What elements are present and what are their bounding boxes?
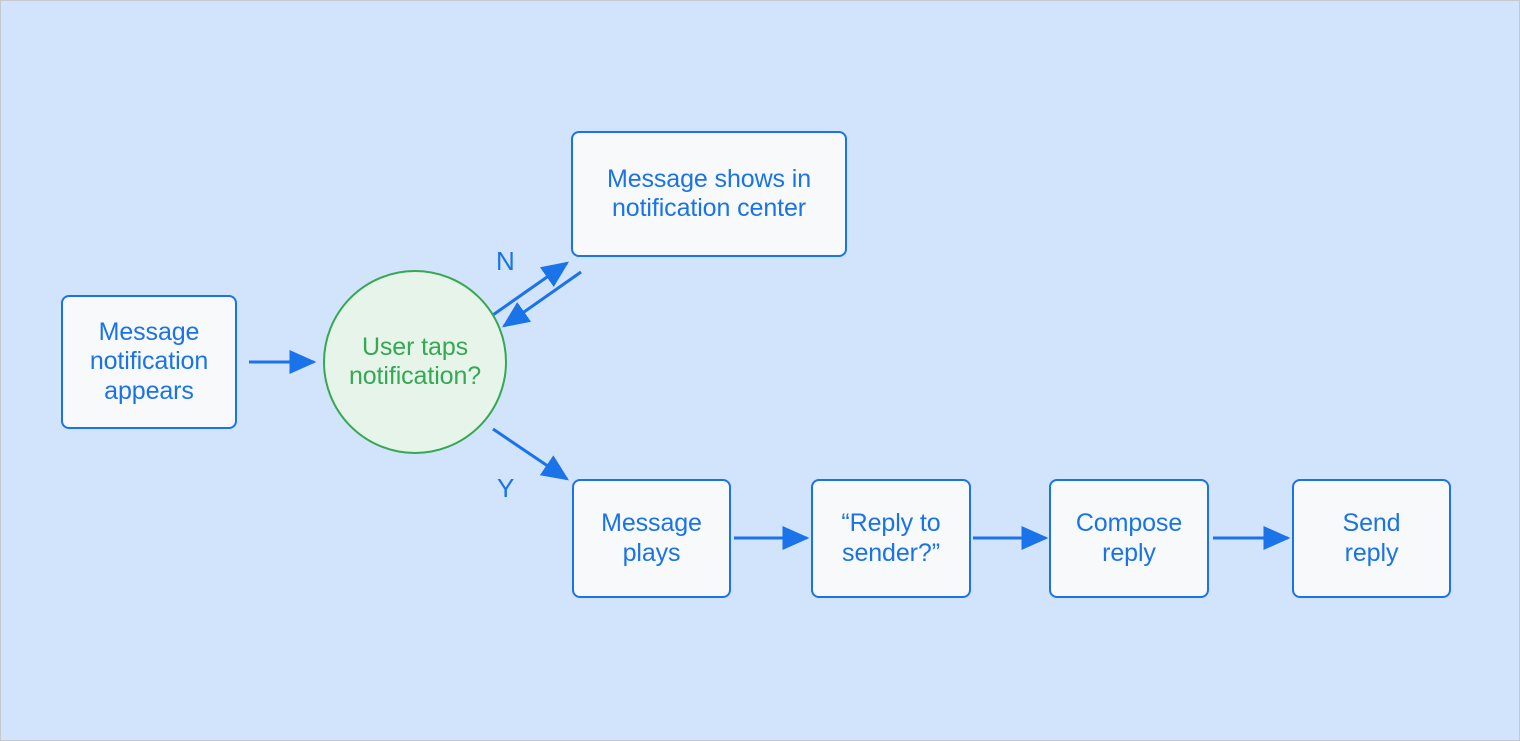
edge-decision-to-notification-center — [489, 261, 569, 319]
node-user-taps-notification[interactable]: User taps notification? — [323, 270, 507, 454]
label-yes: Y — [497, 473, 515, 503]
node-message-notification-appears[interactable]: Message notification appears — [61, 295, 237, 429]
label-no: N — [496, 246, 515, 276]
node-message-shows-in-notification-center[interactable]: Message shows in notification center — [571, 131, 847, 257]
node-send-reply[interactable]: Send reply — [1292, 479, 1451, 598]
edge-decision-to-message-plays — [492, 427, 569, 481]
node-compose-reply[interactable]: Compose reply — [1049, 479, 1209, 598]
node-reply-to-sender[interactable]: “Reply to sender?” — [811, 479, 971, 598]
node-message-plays[interactable]: Message plays — [572, 479, 731, 598]
edge-notification-center-to-decision — [502, 270, 582, 328]
